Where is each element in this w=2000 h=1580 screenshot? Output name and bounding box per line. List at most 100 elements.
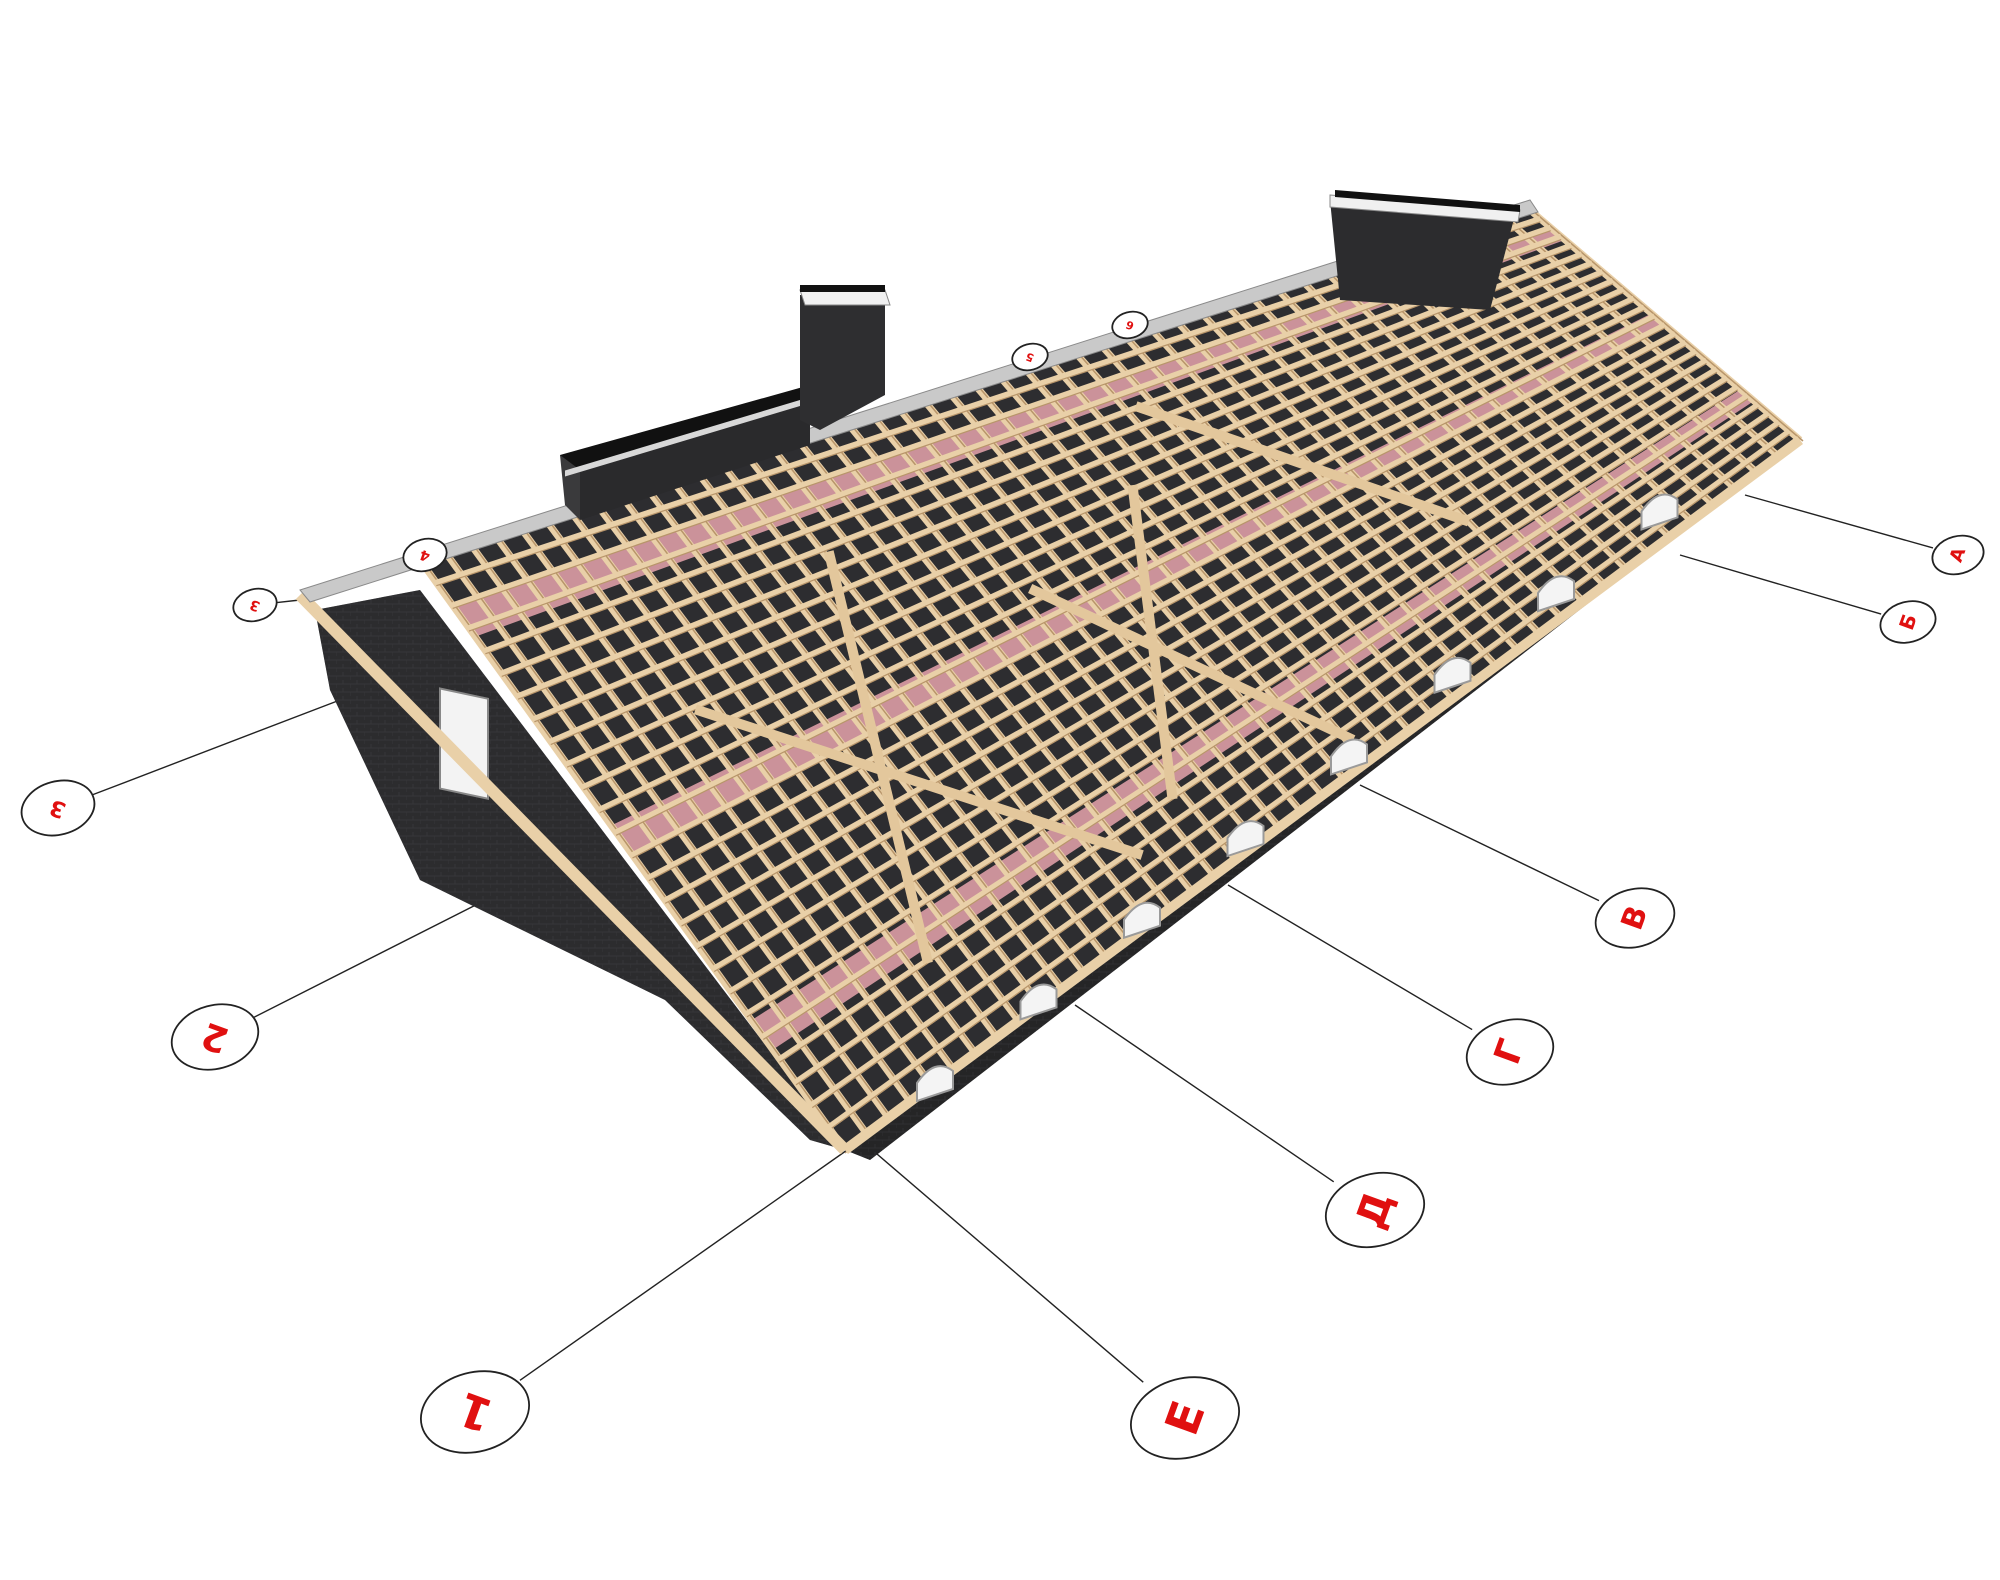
batten — [565, 286, 1625, 767]
batten — [826, 428, 1792, 1130]
grid-bubble-circle — [419, 1370, 531, 1454]
grid-bubble-circle — [20, 779, 96, 837]
arched-window — [1226, 820, 1265, 858]
leader-line-d — [1074, 1004, 1335, 1183]
leader-line-g — [1227, 884, 1473, 1031]
batten — [647, 331, 1677, 881]
brace — [1134, 401, 1471, 527]
batten-edge — [648, 336, 1676, 882]
batten-edge — [730, 380, 1728, 995]
batten — [761, 393, 1750, 1040]
grid-axis-bubbles: 1 2 3 3Е Д Г В Б А 4 5 6 — [20, 310, 1985, 1460]
leader-line-a — [1744, 494, 1934, 549]
gable-barge-board — [295, 590, 850, 1155]
batten — [810, 419, 1781, 1108]
arched-window — [1537, 575, 1575, 613]
grid-bubble-circle — [1931, 534, 1985, 576]
batten — [794, 410, 1771, 1085]
batten — [500, 251, 1584, 677]
batten — [484, 242, 1573, 654]
batten-edge — [517, 265, 1593, 700]
rafter-edge — [1532, 210, 1804, 442]
grid-bubble-label: А — [1946, 545, 1971, 565]
batten-edge — [811, 424, 1780, 1109]
leader-line-v — [1359, 784, 1600, 902]
grid-bubble-circle — [1465, 1018, 1555, 1086]
chimney-large-left — [560, 385, 812, 520]
arched-window — [1433, 656, 1472, 695]
grid-bubble-1: 1 — [419, 1370, 531, 1454]
batten-edge — [501, 256, 1583, 678]
batten-edge — [583, 300, 1635, 791]
batten-edge — [566, 292, 1624, 768]
batten-edge — [664, 345, 1687, 904]
leader-line-b — [1679, 554, 1882, 615]
batten — [680, 348, 1698, 926]
grid-bubble-e: Е — [1129, 1376, 1241, 1460]
batten — [777, 402, 1761, 1062]
eave-fascia — [842, 435, 1803, 1155]
batten — [598, 304, 1646, 813]
batten — [712, 366, 1719, 972]
batten-edge — [468, 238, 1562, 632]
batten — [614, 313, 1656, 835]
roof-bracing — [295, 401, 1803, 1155]
grid-bubble-circle — [232, 587, 278, 623]
chimney-tall-center — [799, 285, 891, 430]
grid-bubble-circle — [1594, 887, 1676, 949]
grid-bubble-6: 6 — [1111, 310, 1149, 340]
chimney-right — [1329, 190, 1521, 310]
batten — [696, 357, 1709, 949]
brace — [823, 550, 933, 965]
brace — [1028, 583, 1356, 745]
grid-bubble-circle — [402, 537, 448, 573]
grid-bubble-circle — [1879, 600, 1937, 644]
brace — [693, 704, 1144, 860]
batten-edge — [550, 283, 1614, 746]
grid-bubble-d: Д — [1324, 1171, 1426, 1249]
batten-edge — [534, 274, 1603, 723]
grid-bubble-g: Г — [1465, 1018, 1555, 1086]
grid-bubble-v: В — [1594, 887, 1676, 949]
grid-bubble-b: Б — [1879, 600, 1937, 644]
grid-bubble-3-small: 3 — [232, 587, 278, 623]
leader-line-1 — [519, 1147, 851, 1381]
grid-bubble-circle — [1129, 1376, 1241, 1460]
batten-edge — [615, 318, 1655, 836]
grid-bubble-4: 4 — [402, 537, 448, 573]
batten — [533, 269, 1604, 722]
roof-battens — [419, 207, 1802, 1154]
batten-edge — [779, 407, 1759, 1063]
batten — [516, 260, 1594, 699]
arched-window — [1019, 983, 1058, 1021]
batten-edge — [795, 415, 1770, 1086]
grid-bubble-2: 2 — [170, 1003, 260, 1071]
grid-bubble-circle — [1111, 310, 1149, 340]
arched-window — [1640, 493, 1679, 531]
batten-edge — [599, 309, 1645, 814]
leader-line-3-small — [276, 599, 301, 604]
grid-bubble-a: А — [1931, 534, 1985, 576]
grid-bubble-3: 3 — [20, 779, 96, 837]
batten — [663, 340, 1688, 904]
batten-edge — [681, 354, 1697, 927]
grid-bubble-label: 5 — [1024, 350, 1036, 365]
grid-bubble-circle — [1011, 342, 1049, 372]
batten-edge — [762, 398, 1749, 1041]
arched-window — [916, 1065, 954, 1103]
arched-window — [1330, 738, 1368, 776]
arched-window — [1123, 901, 1161, 940]
batten-edge — [828, 433, 1790, 1131]
grid-bubble-circle — [1324, 1171, 1426, 1249]
arched-windows — [916, 493, 1679, 1103]
grid-bubble-circle — [170, 1003, 260, 1071]
batten — [582, 295, 1636, 790]
batten — [549, 278, 1615, 745]
leader-line-e — [869, 1147, 1144, 1383]
leader-line-3 — [92, 699, 341, 796]
brace — [1127, 484, 1178, 800]
grid-bubble-5: 5 — [1011, 342, 1049, 372]
batten-edge — [697, 362, 1707, 950]
grid-bubble-label: 6 — [1124, 317, 1136, 332]
